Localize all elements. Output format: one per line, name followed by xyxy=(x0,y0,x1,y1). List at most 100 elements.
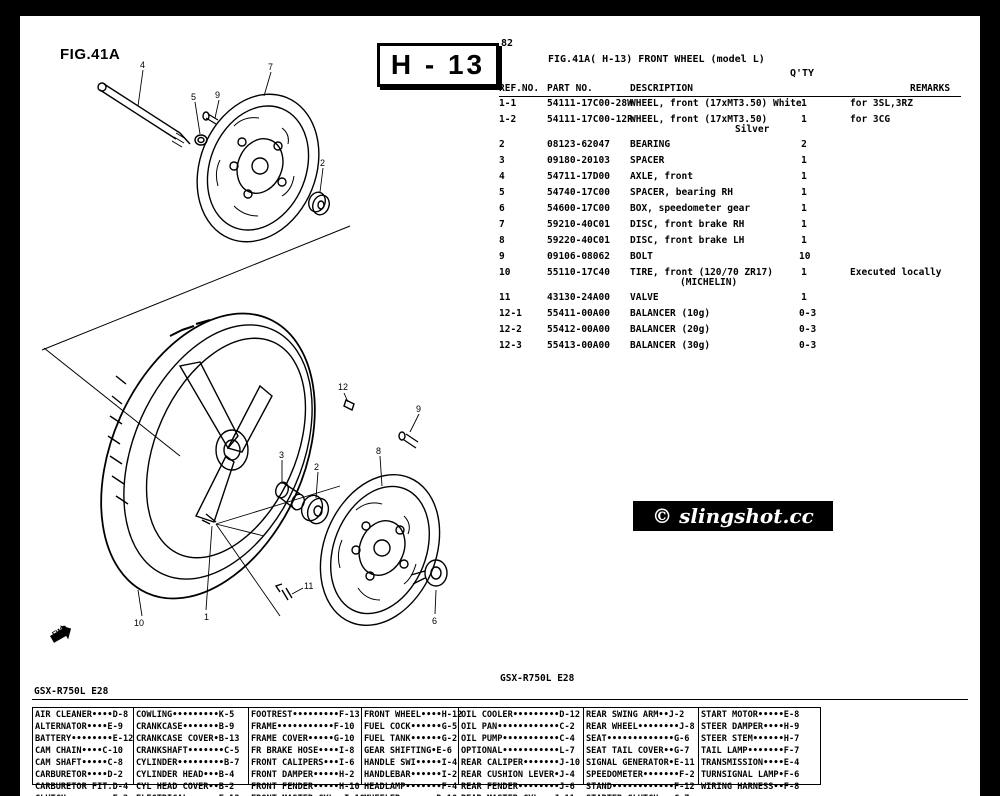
ref-cell: 7 xyxy=(499,219,505,230)
index-entry: HEADLAMP•••••••F-4 xyxy=(364,782,458,792)
description-cell: BALANCER (10g) xyxy=(630,308,711,319)
ref-cell: 8 xyxy=(499,235,505,246)
figure-label: FIG.41A xyxy=(60,46,121,63)
index-column-separator xyxy=(698,708,699,784)
part-number-cell: 54111-17C00-28W xyxy=(547,98,633,109)
qty-header: Q'TY xyxy=(790,68,815,79)
index-entry: OIL PUMP•••••••••••C-4 xyxy=(461,734,575,744)
index-entry: REAR MASTER CYL•••J-11 xyxy=(461,793,580,796)
ref-cell: 6 xyxy=(499,203,505,214)
part-number-cell: 59220-40C01 xyxy=(547,235,610,246)
description-cell: SPACER xyxy=(630,155,665,166)
qty-cell: 10 xyxy=(799,251,811,262)
callout-2-top: 2 xyxy=(320,158,326,168)
description-cell: DISC, front brake LH xyxy=(630,235,745,246)
index-entry: CARBURETOR FIT.D-4 xyxy=(35,782,129,792)
index-entry: OIL COOLER•••••••••D-12 xyxy=(461,710,580,720)
index-entry: CAM SHAFT•••••C-8 xyxy=(35,758,123,768)
ref-cell: 5 xyxy=(499,187,505,198)
watermark: © slingshot.cc xyxy=(633,501,833,531)
callout-5: 5 xyxy=(191,92,197,102)
index-column-separator xyxy=(361,708,362,784)
index-entry: FOOTREST•••••••••F-13 xyxy=(251,710,360,720)
index-entry: REAR CALIPER•••••••J-10 xyxy=(461,758,580,768)
index-entry: CAM CHAIN••••C-10 xyxy=(35,746,123,756)
index-entry: BATTERY••••••••E-12 xyxy=(35,734,134,744)
index-entry: SIGNAL GENERATOR•E-11 xyxy=(586,758,695,768)
qty-cell: 1 xyxy=(801,219,807,230)
index-entry: MUFFLER•••••••D-10 xyxy=(364,793,462,796)
part-number-cell: 08123-62047 xyxy=(547,139,610,150)
qty-cell: 0-3 xyxy=(799,308,817,319)
speedometer-box-6-drawing xyxy=(410,559,448,587)
ref-cell: 1-2 xyxy=(499,114,517,125)
index-column-separator xyxy=(248,708,249,784)
description-cell: BOLT xyxy=(630,251,653,262)
index-entry: REAR CUSHION LEVER•J-4 xyxy=(461,770,575,780)
footer-divider xyxy=(32,699,968,700)
index-entry: FRONT DAMPER•••••H-2 xyxy=(251,770,355,780)
index-entry: SEAT TAIL COVER••G-7 xyxy=(586,746,690,756)
page-number: 82 xyxy=(501,38,514,49)
qty-cell: 1 xyxy=(801,187,807,198)
description-cell: WHEEL, front (17xMT3.50) White xyxy=(630,98,802,109)
index-entry: FRONT FENDER•••••H-10 xyxy=(251,782,360,792)
index-entry: STAND••••••••••••F-12 xyxy=(586,782,695,792)
table-row: 7 59210-40C01 DISC, front brake RH 1 xyxy=(499,219,961,235)
index-entry: FRAME•••••••••••F-10 xyxy=(251,722,355,732)
part-number-cell: 54711-17D00 xyxy=(547,171,610,182)
index-entry: SPEEDOMETER•••••••F-2 xyxy=(586,770,695,780)
callout-8: 8 xyxy=(376,446,382,456)
part-number-cell: 54600-17C00 xyxy=(547,203,610,214)
ref-cell: 12-2 xyxy=(499,324,522,335)
index-entry: TRANSMISSION••••E-4 xyxy=(701,758,800,768)
part-number-cell: 55412-00A00 xyxy=(547,324,610,335)
index-entry: ALTERNATOR••••E-9 xyxy=(35,722,123,732)
index-entry: FRAME COVER•••••G-10 xyxy=(251,734,355,744)
description-continuation: (MICHELIN) xyxy=(680,277,738,288)
index-entry: FUEL TANK••••••G-2 xyxy=(364,734,458,744)
header-description: DESCRIPTION xyxy=(630,83,693,94)
index-entry: CARBURETOR••••D-2 xyxy=(35,770,123,780)
index-entry: TAIL LAMP•••••••F-7 xyxy=(701,746,800,756)
qty-cell: 1 xyxy=(801,155,807,166)
description-cell: AXLE, front xyxy=(630,171,693,182)
callout-12: 12 xyxy=(338,382,349,392)
table-row: 6 54600-17C00 BOX, speedometer gear 1 xyxy=(499,203,961,219)
index-entry: CYLINDER•••••••••B-7 xyxy=(136,758,240,768)
index-entry: OPTIONAL•••••••••••L-7 xyxy=(461,746,575,756)
bearing-2-drawing xyxy=(308,191,330,216)
remarks-cell: for 3CG xyxy=(850,114,891,125)
index-entry: HANDLEBAR••••••I-2 xyxy=(364,770,458,780)
disc-7-drawing xyxy=(196,93,320,243)
header-part: PART NO. xyxy=(547,83,593,94)
description-cell: VALVE xyxy=(630,292,659,303)
remarks-cell: Executed locally xyxy=(850,267,942,278)
description-cell: DISC, front brake RH xyxy=(630,219,745,230)
qty-cell: 1 xyxy=(801,203,807,214)
description-cell: TIRE, front (120/70 ZR17) xyxy=(630,267,773,278)
qty-cell: 1 xyxy=(801,267,807,278)
section-code-box: H - 13 xyxy=(377,43,499,87)
index-entry: FRONT CALIPERS•••I-6 xyxy=(251,758,355,768)
index-entry: WIRING HARNESS••F-8 xyxy=(701,782,800,792)
qty-cell: 1 xyxy=(801,171,807,182)
qty-cell: 0-3 xyxy=(799,340,817,351)
ref-cell: 12-1 xyxy=(499,308,522,319)
part-number-cell: 55413-00A00 xyxy=(547,340,610,351)
description-cell: BOX, speedometer gear xyxy=(630,203,751,214)
part-number-cell: 59210-40C01 xyxy=(547,219,610,230)
